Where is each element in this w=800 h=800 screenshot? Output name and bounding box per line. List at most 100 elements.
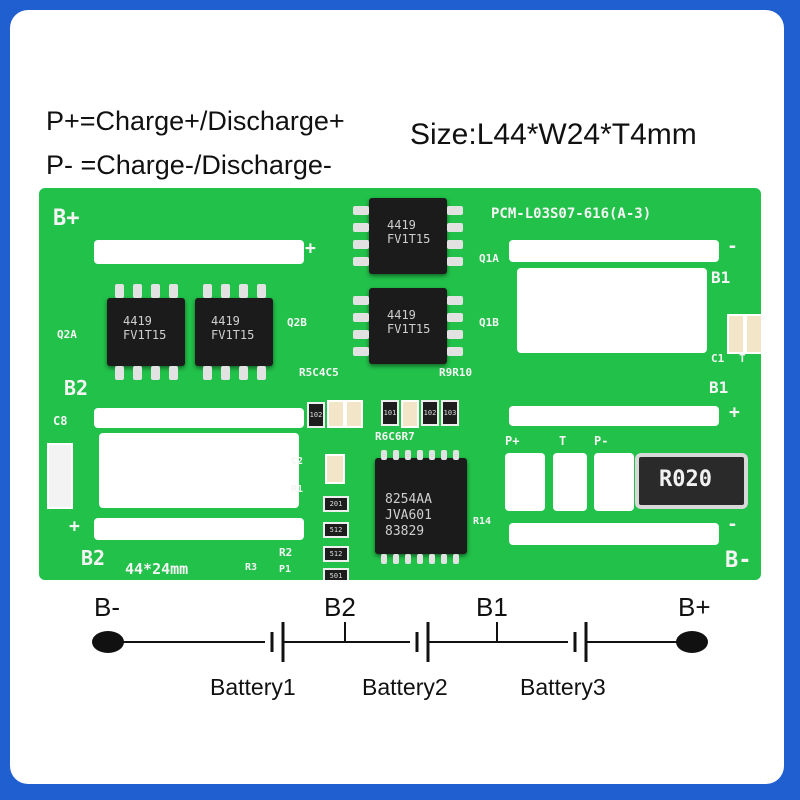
chip-pin	[257, 284, 266, 298]
chip-pin	[417, 450, 423, 460]
chip-pin	[133, 284, 142, 298]
label-q1b: Q1B	[479, 316, 499, 329]
resistor: 103	[441, 400, 459, 426]
chip-pin	[393, 554, 399, 564]
chip-pin	[221, 284, 230, 298]
label-minus-1: -	[727, 236, 738, 257]
chip-pin	[441, 554, 447, 564]
size-spec: Size:L44*W24*T4mm	[410, 118, 697, 151]
pad-right-bottom	[509, 523, 719, 545]
chip-marking: 8254AA JVA601 83829	[385, 492, 432, 539]
product-image-frame: P+=Charge+/Discharge+ P- =Charge-/Discha…	[10, 10, 784, 784]
legend-charge-plus: P+=Charge+/Discharge+	[46, 106, 345, 136]
node-b2: B2	[324, 592, 356, 622]
chip-pin	[441, 450, 447, 460]
pad-right-block	[517, 268, 707, 353]
node-b1: B1	[476, 592, 508, 622]
pad-t	[553, 453, 587, 511]
label-plus-3: +	[69, 516, 80, 537]
chip-pin	[447, 313, 463, 322]
battery3-label: Battery3	[520, 674, 606, 700]
mosfet-q2b: 4419 FV1T15	[195, 298, 273, 366]
battery-circuit-diagram	[92, 622, 708, 662]
chip-pin	[353, 313, 369, 322]
thermistor-t	[745, 314, 761, 354]
chip-pin	[239, 284, 248, 298]
chip-marking: 4419 FV1T15	[123, 314, 167, 342]
pad-left-mid	[94, 408, 304, 428]
capacitor-c8	[47, 443, 73, 509]
label-pplus: P+	[505, 434, 520, 448]
resistor: 101	[381, 400, 399, 426]
capacitor-c6	[401, 400, 419, 428]
terminal-bplus	[676, 631, 708, 653]
label-r5c4c5: R5C4C5	[299, 366, 339, 379]
label-bplus: B+	[53, 206, 80, 231]
chip-pin	[453, 450, 459, 460]
chip-pin	[447, 223, 463, 232]
label-r2: R2	[279, 546, 293, 559]
resistor: 512	[323, 546, 349, 562]
chip-pin	[381, 450, 387, 460]
label-t2: T	[559, 434, 567, 448]
label-c8: C8	[53, 414, 68, 428]
chip-pin	[405, 554, 411, 564]
chip-pin	[115, 366, 124, 380]
pad-right-mid	[509, 406, 719, 426]
chip-pin	[447, 257, 463, 266]
chip-pin	[417, 554, 423, 564]
shunt-resistor: R020	[635, 453, 748, 509]
mosfet-q1a: 4419 FV1T15	[369, 198, 447, 274]
chip-pin	[239, 366, 248, 380]
label-plus-2: +	[729, 402, 740, 423]
battery1-label: Battery1	[210, 674, 296, 700]
capacitor-c4	[327, 400, 345, 428]
pcb-dimensions: 44*24mm	[125, 560, 189, 578]
chip-pin	[353, 223, 369, 232]
pad-left-top	[94, 240, 304, 264]
pad-p-plus	[505, 453, 545, 511]
chip-pin	[447, 296, 463, 305]
chip-pin	[221, 366, 230, 380]
label-r14: R14	[473, 516, 492, 527]
capacitor-c1	[727, 314, 745, 354]
label-r6c6r7: R6C6R7	[375, 430, 415, 443]
chip-pin	[353, 206, 369, 215]
chip-pin	[453, 554, 459, 564]
label-b2-bottom: B2	[81, 546, 106, 570]
chip-pin	[393, 450, 399, 460]
chip-marking: 4419 FV1T15	[211, 314, 255, 342]
chip-pin	[447, 240, 463, 249]
pcb-board: B+ PCM-L03S07-616(A-3) + - B1 Q2A Q2B Q1…	[39, 188, 761, 580]
label-q1a: Q1A	[479, 252, 499, 265]
resistor: 512	[323, 522, 349, 538]
resistor: 501	[323, 568, 349, 580]
resistor: 201	[323, 496, 349, 512]
label-r3: R3	[245, 562, 258, 573]
capacitor-c2	[325, 454, 345, 484]
chip-marking: 4419 FV1T15	[387, 308, 431, 336]
chip-pin	[115, 284, 124, 298]
legend-charge-minus: P- =Charge-/Discharge-	[46, 150, 332, 180]
chip-pin	[381, 554, 387, 564]
protection-ic: 8254AA JVA601 83829	[375, 458, 467, 554]
pad-left-bottom	[94, 518, 304, 540]
label-minus-2: -	[727, 514, 738, 535]
resistor: 102	[307, 402, 325, 428]
chip-pin	[353, 330, 369, 339]
chip-pin	[169, 284, 178, 298]
chip-pin	[151, 284, 160, 298]
label-r9r10: R9R10	[439, 366, 473, 379]
chip-pin	[353, 347, 369, 356]
label-t: T	[739, 352, 746, 365]
label-b1-mid: B1	[709, 378, 729, 397]
chip-pin	[203, 366, 212, 380]
node-bplus: B+	[678, 592, 711, 622]
pad-left-block	[99, 433, 299, 508]
label-q2a: Q2A	[57, 328, 77, 341]
chip-pin	[405, 450, 411, 460]
chip-pin	[429, 554, 435, 564]
label-bminus: B-	[725, 548, 752, 573]
terminal-bminus	[92, 631, 124, 653]
chip-pin	[353, 240, 369, 249]
